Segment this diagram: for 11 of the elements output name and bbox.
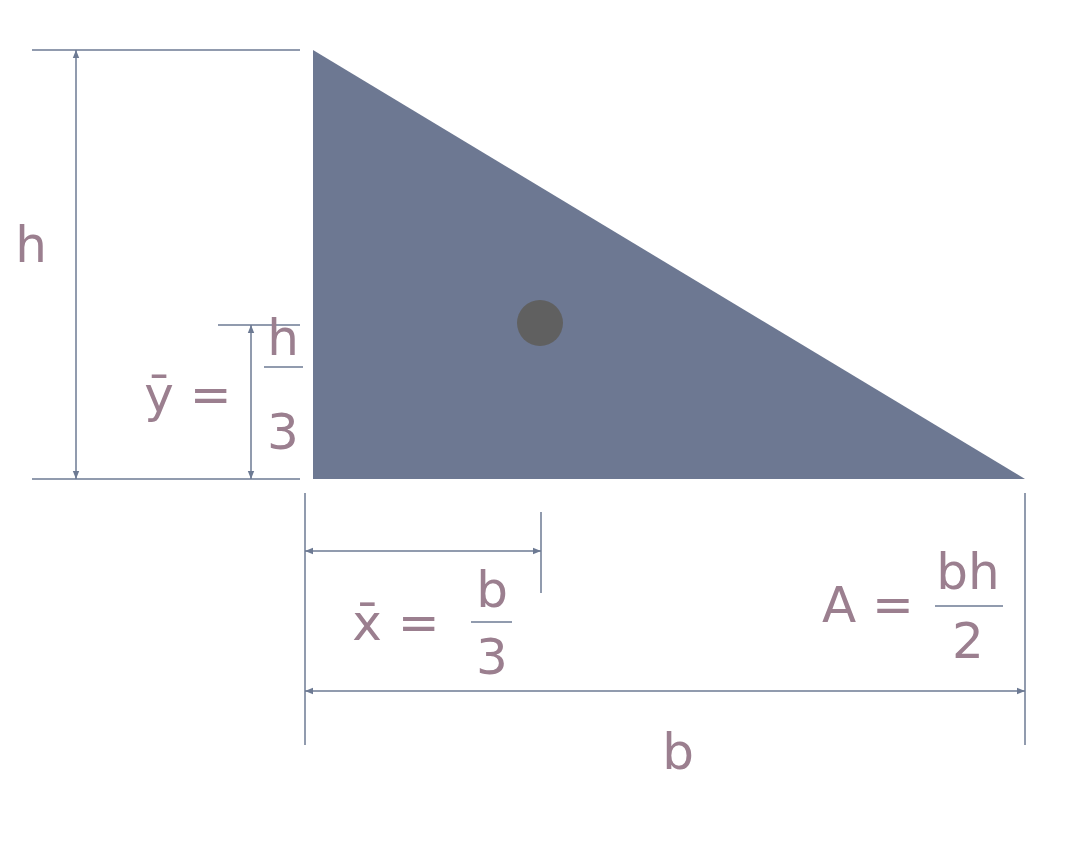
denominator: 3 [267, 407, 299, 457]
numerator: h [267, 313, 299, 363]
numerator: bh [936, 547, 1000, 597]
equation-label: A = [822, 580, 914, 630]
denominator: 3 [476, 632, 508, 682]
numerator: b [476, 565, 508, 615]
equation-label: ȳ = [144, 370, 232, 420]
equation-label: x̄ = [352, 598, 440, 648]
denominator: 2 [952, 616, 984, 666]
dimension-label: h [15, 220, 47, 270]
dimension-label: b [662, 727, 694, 777]
